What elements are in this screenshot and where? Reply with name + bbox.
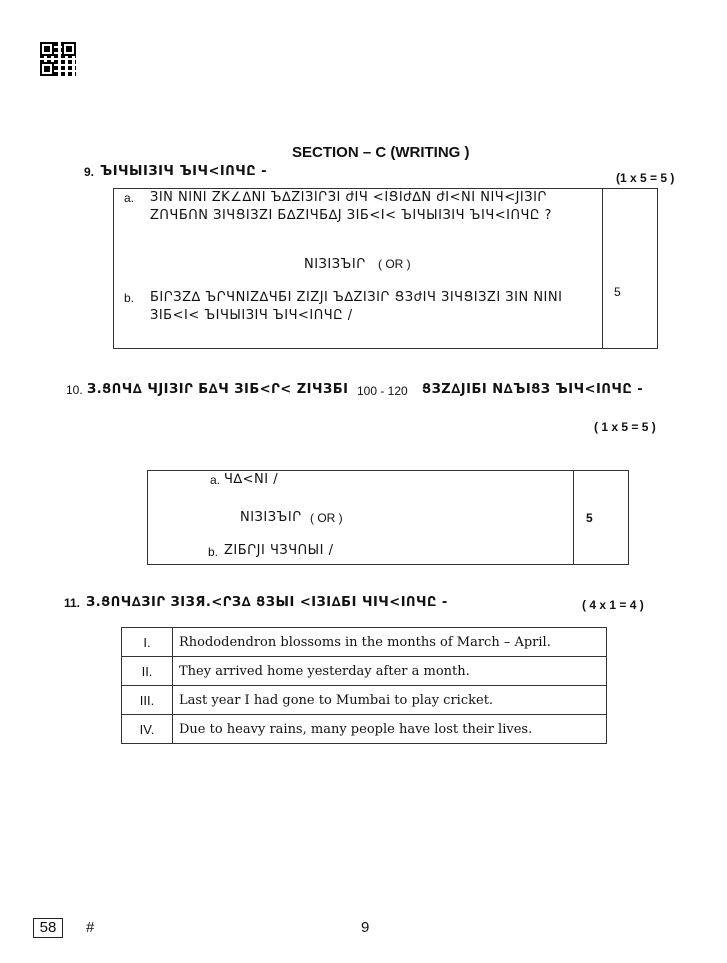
table-row: III.Last year I had gone to Mumbai to pl… (121, 685, 607, 715)
q9-box: a. ЗIN NINI ZK∠∆NI Ъ∆ZIЗIՐЗI ժIЧ <IՑIժ∆N… (113, 188, 658, 349)
or-script: NIЗIЗЪIՐ (304, 257, 366, 272)
or-label: ( OR ) (310, 511, 343, 525)
option-label: a. (210, 473, 221, 487)
q9-a-line: ZՈЧБՈN ЗIЧՑIЗZI Б∆ZIЧБ∆J ЗIБ<I< ЪIЧЫIЗIЧ… (150, 208, 552, 223)
section-title: SECTION – C (WRITING ) (292, 144, 470, 161)
row-text: They arrived home yesterday after a mont… (172, 656, 607, 686)
table-row: I.Rhododendron blossoms in the months of… (121, 627, 607, 657)
q9-b-line: ЗIБ<I< ЪIЧЫIЗIЧ ЪIЧ<IՈЧԸ / (150, 308, 353, 323)
row-text: Last year I had gone to Mumbai to play c… (172, 685, 607, 715)
table-row: IV.Due to heavy rains, many people have … (121, 714, 607, 744)
row-text: Due to heavy rains, many people have los… (172, 714, 607, 744)
option-label: b. (208, 545, 219, 559)
divider (573, 471, 574, 564)
q9-b-line: БIՐЗZ∆ ЪՐЧNIZ∆ЧБI ZIZJI Ъ∆ZIЗIՐ ՑЗժIЧ ЗI… (150, 290, 563, 305)
q9-number: 9. (84, 165, 95, 179)
qr-finder-icon (40, 42, 54, 56)
sentence-table: I.Rhododendron blossoms in the months of… (121, 627, 607, 744)
or-script: NIЗIЗЪIՐ (240, 510, 302, 525)
divider (602, 189, 603, 348)
q10-a-text: Ч∆<NI / (224, 472, 279, 487)
q10-prompt: З.ՑՈЧ∆ ЧJIЗIՐ Б∆Ч ЗIБ<Ր< ZIЧЗБI (87, 382, 349, 397)
or-label: ( OR ) (378, 257, 411, 271)
q10-marks: ( 1 x 5 = 5 ) (594, 420, 656, 434)
page-number: 9 (361, 919, 370, 936)
q11-prompt: З.ՑՈЧ∆ЗIՐ ЗIЗЯ.<ՐЗ∆ ՑЗЫI <IЗI∆БI ЧIЧ<IՈЧ… (86, 595, 448, 610)
table-row: II.They arrived home yesterday after a m… (121, 656, 607, 686)
q9-marks: (1 x 5 = 5 ) (616, 171, 675, 185)
q9-a-line: ЗIN NINI ZK∠∆NI Ъ∆ZIЗIՐЗI ժIЧ <IՑIժ∆N ժI… (150, 190, 547, 205)
option-label: b. (124, 291, 135, 305)
row-number: I. (121, 627, 173, 657)
qr-finder-icon (40, 62, 54, 76)
subject-code: 58 (33, 918, 63, 938)
row-number: II. (121, 656, 173, 686)
row-number: IV. (121, 714, 173, 744)
q11-marks: ( 4 x 1 = 4 ) (582, 598, 644, 612)
q10-b-text: ZIБՐJI ЧЗЧՈЫI / (224, 543, 334, 558)
q10-box: a. Ч∆<NI / NIЗIЗЪIՐ ( OR ) b. ZIБՐJI ЧЗЧ… (147, 470, 629, 565)
q9-prompt: ЪIЧЫIЗIЧ ЪIЧ<IՈЧԸ - (100, 164, 268, 179)
qr-finder-icon (62, 42, 76, 56)
q10-prompt: ՑЗZ∆JIБI N∆ЪIՑЗ ЪIЧ<IՈЧԸ - (422, 382, 644, 397)
marks-value: 5 (614, 285, 621, 299)
q10-number: 10. (66, 383, 83, 397)
option-label: a. (124, 191, 135, 205)
marks-value: 5 (586, 511, 593, 525)
q10-range: 100 - 120 (357, 384, 408, 398)
row-number: III. (121, 685, 173, 715)
hash-mark: # (86, 919, 95, 936)
q11-number: 11. (64, 596, 81, 610)
row-text: Rhododendron blossoms in the months of M… (172, 627, 607, 657)
